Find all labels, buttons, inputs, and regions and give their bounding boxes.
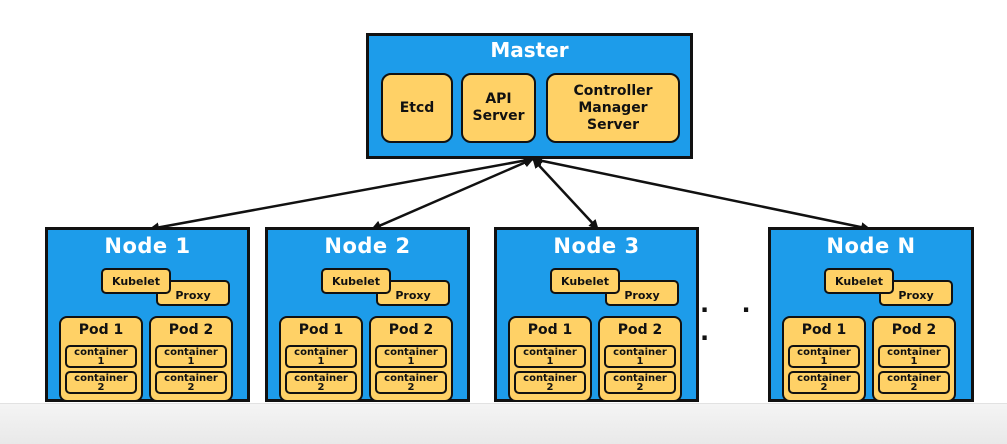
proxy-box: Proxy	[879, 280, 953, 306]
node-title: Node 1	[104, 234, 191, 258]
node-title: Node 3	[553, 234, 640, 258]
pod-label: Pod 2	[891, 322, 937, 338]
kubelet-box: Kubelet	[321, 268, 391, 294]
proxy-box: Proxy	[156, 280, 230, 306]
kubelet-box: Kubelet	[550, 268, 620, 294]
node-title: Node 2	[324, 234, 411, 258]
pod-label: Pod 2	[168, 322, 214, 338]
api-server-component: API Server	[461, 73, 536, 143]
pod-label: Pod 1	[801, 322, 847, 338]
node-title: Node N	[826, 234, 916, 258]
etcd-component: Etcd	[381, 73, 453, 143]
pod-label: Pod 1	[298, 322, 344, 338]
pod-label: Pod 2	[388, 322, 434, 338]
arrow-master-node-2	[371, 157, 534, 231]
pod-label: Pod 1	[527, 322, 573, 338]
arrow-master-node-n	[532, 155, 871, 233]
kubelet-box: Kubelet	[101, 268, 171, 294]
master-title: Master	[490, 38, 569, 62]
kubelet-box: Kubelet	[824, 268, 894, 294]
bottom-bar	[0, 403, 1007, 444]
pod-label: Pod 1	[78, 322, 124, 338]
controller-manager-component: Controller Manager Server	[546, 73, 680, 143]
ellipsis-dots: . . .	[700, 290, 763, 346]
pod-label: Pod 2	[617, 322, 663, 338]
proxy-box: Proxy	[605, 280, 679, 306]
arrow-master-node-1	[149, 155, 534, 233]
master-box: Master Etcd API Server Controller Manage…	[366, 33, 693, 159]
